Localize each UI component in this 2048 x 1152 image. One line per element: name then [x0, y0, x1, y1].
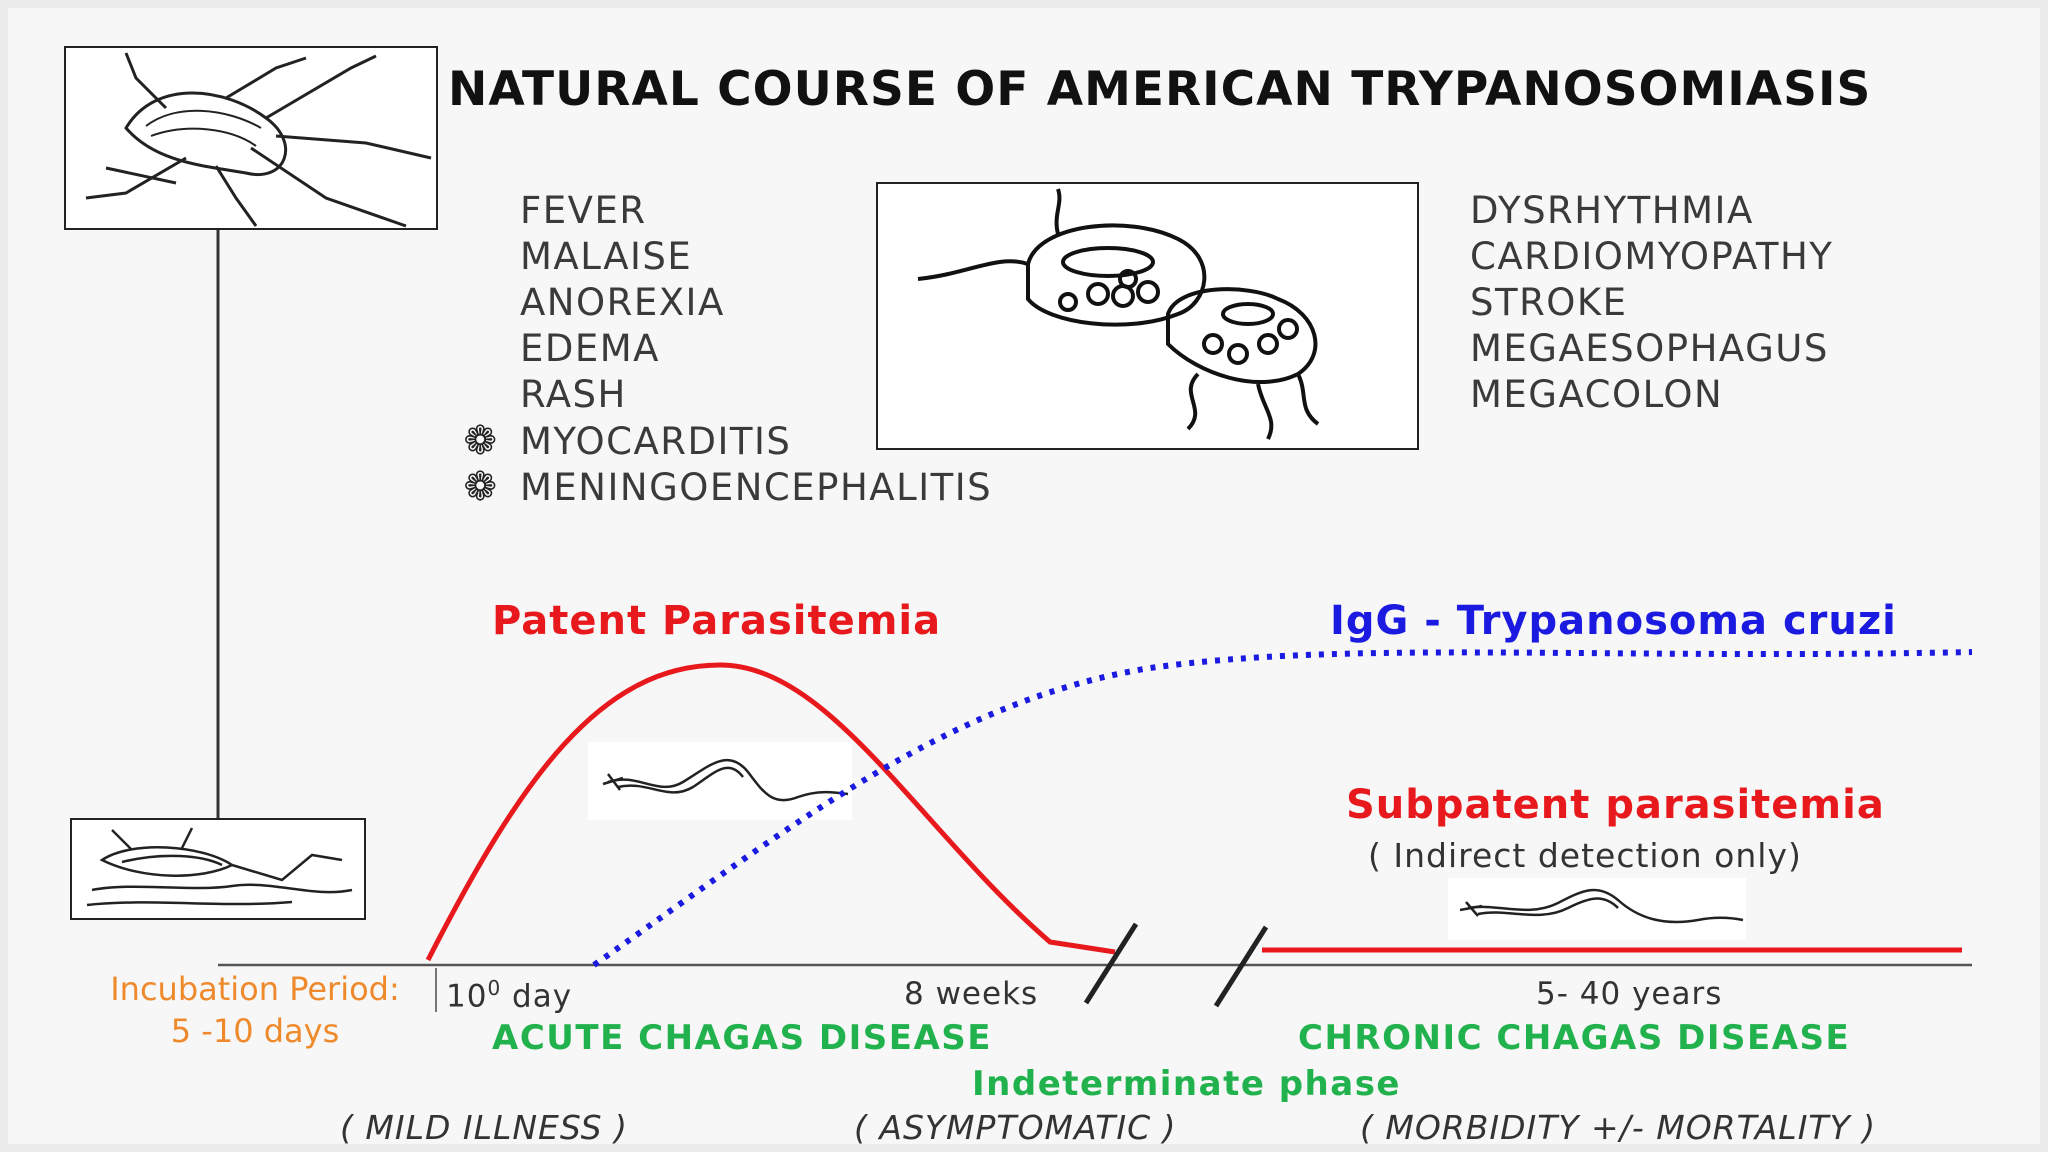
symptom-megaesophagus: MEGAESOPHAGUS: [1470, 327, 1829, 370]
symptom-myocarditis: ❁MYOCARDITIS: [450, 418, 992, 464]
symptom-megacolon: MEGACOLON: [1470, 373, 1724, 416]
indeterminate-phase-label: Indeterminate phase: [972, 1064, 1401, 1104]
symptom-rash: RASH: [520, 373, 627, 416]
trypomastigote-image-chronic: [1448, 878, 1746, 940]
flower-icon: ❁: [463, 464, 499, 510]
axis-break-mark: [1083, 922, 1139, 1005]
chronic-phase-label: CHRONIC CHAGAS DISEASE: [1298, 1018, 1851, 1058]
symptom-cardiomyopathy: CARDIOMYOPATHY: [1470, 235, 1834, 278]
tenth-day-label: 100 day: [446, 976, 573, 1015]
eight-weeks-label: 8 weeks: [904, 976, 1039, 1012]
cell-pseudocyst-illustration: [876, 182, 1419, 450]
symptom-dysrhythmia: DYSRHYTHMIA: [1470, 189, 1754, 232]
incubation-period-label: Incubation Period: 5 -10 days: [110, 970, 400, 1050]
axis-break-mark: [1213, 925, 1269, 1008]
symptom-anorexia: ANOREXIA: [520, 281, 725, 324]
acute-phase-label: ACUTE CHAGAS DISEASE: [492, 1018, 993, 1058]
igg-label: IgG - Trypanosoma cruzi: [1330, 598, 1897, 644]
bug-biting-illustration: [70, 818, 366, 920]
asymptomatic-label: ( ASYMPTOMATIC ): [854, 1108, 1177, 1147]
igg-curve: [592, 649, 1973, 968]
trypomastigote-image-acute: [588, 742, 852, 820]
symptom-stroke: STROKE: [1470, 281, 1628, 324]
symptom-malaise: MALAISE: [520, 235, 693, 278]
triatomine-bug-illustration: [64, 46, 438, 230]
subpatent-parasitemia-label: Subpatent parasitemia: [1346, 782, 1885, 828]
page-title: NATURAL COURSE OF AMERICAN TRYPANOSOMIAS…: [448, 62, 1872, 117]
morbidity-label: ( MORBIDITY +/- MORTALITY ): [1360, 1108, 1877, 1147]
subpatent-note: ( Indirect detection only): [1368, 836, 1802, 875]
acute-symptom-list: FEVER MALAISE ANOREXIA EDEMA RASH ❁MYOCA…: [450, 188, 992, 510]
patent-parasitemia-curve: [425, 662, 1116, 962]
flower-icon: ❁: [463, 418, 499, 464]
symptom-edema: EDEMA: [520, 327, 660, 370]
mild-illness-label: ( MILD ILLNESS ): [340, 1108, 628, 1147]
symptom-meningoencephalitis: ❁MENINGOENCEPHALITIS: [450, 464, 992, 510]
patent-parasitemia-label: Patent Parasitemia: [492, 598, 942, 644]
chronic-symptom-list: DYSRHYTHMIA CARDIOMYOPATHY STROKE MEGAES…: [1470, 188, 1833, 418]
symptom-fever: FEVER: [520, 189, 647, 232]
years-label: 5- 40 years: [1536, 976, 1723, 1012]
